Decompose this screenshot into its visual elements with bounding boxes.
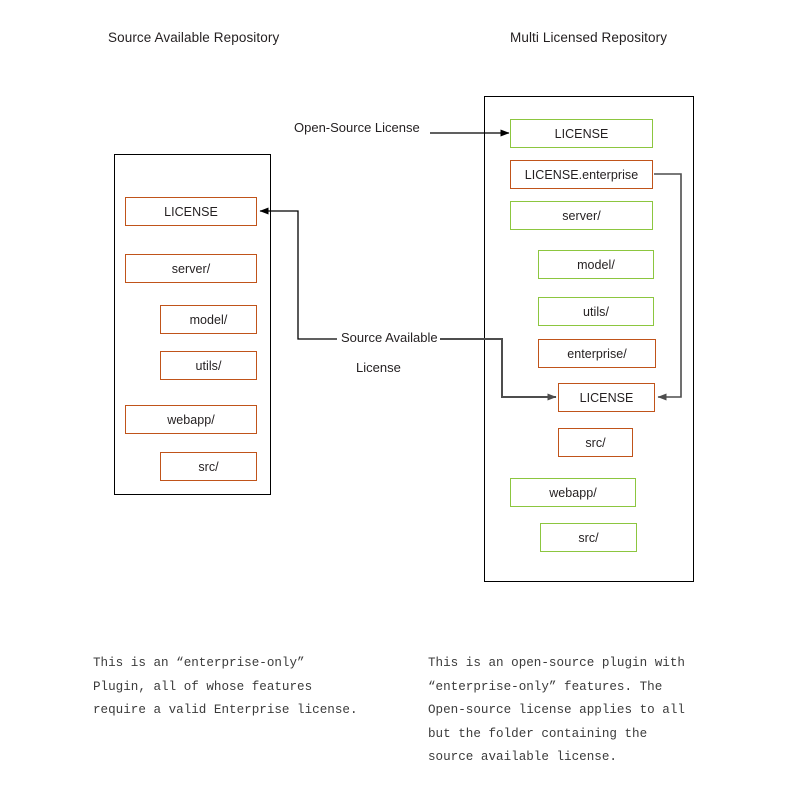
edge-label-source-available-line2: License: [356, 360, 401, 375]
left-node-server[interactable]: server/: [125, 254, 257, 283]
left-node-src[interactable]: src/: [160, 452, 257, 481]
right-node-model[interactable]: model/: [538, 250, 654, 279]
edge-label-open-source-license: Open-Source License: [294, 120, 420, 135]
left-node-license[interactable]: LICENSE: [125, 197, 257, 226]
right-node-license-enterprise[interactable]: LICENSE.enterprise: [510, 160, 653, 189]
right-node-webapp-src[interactable]: src/: [540, 523, 637, 552]
left-caption: This is an “enterprise-only” Plugin, all…: [93, 656, 358, 717]
right-node-server[interactable]: server/: [510, 201, 653, 230]
right-repo-title: Multi Licensed Repository: [510, 30, 668, 45]
right-node-enterprise[interactable]: enterprise/: [538, 339, 656, 368]
right-node-enterprise-src[interactable]: src/: [558, 428, 633, 457]
right-caption: This is an open-source plugin with “ente…: [428, 656, 685, 764]
left-node-model[interactable]: model/: [160, 305, 257, 334]
edge-source-available-to-left: [259, 207, 337, 340]
left-node-utils[interactable]: utils/: [160, 351, 257, 380]
left-repo-title: Source Available Repository: [108, 30, 280, 45]
right-node-webapp[interactable]: webapp/: [510, 478, 636, 507]
left-node-webapp[interactable]: webapp/: [125, 405, 257, 434]
edge-label-source-available-line1: Source Available: [341, 330, 438, 345]
right-node-utils[interactable]: utils/: [538, 297, 654, 326]
right-node-license[interactable]: LICENSE: [510, 119, 653, 148]
right-node-enterprise-license[interactable]: LICENSE: [558, 383, 655, 412]
